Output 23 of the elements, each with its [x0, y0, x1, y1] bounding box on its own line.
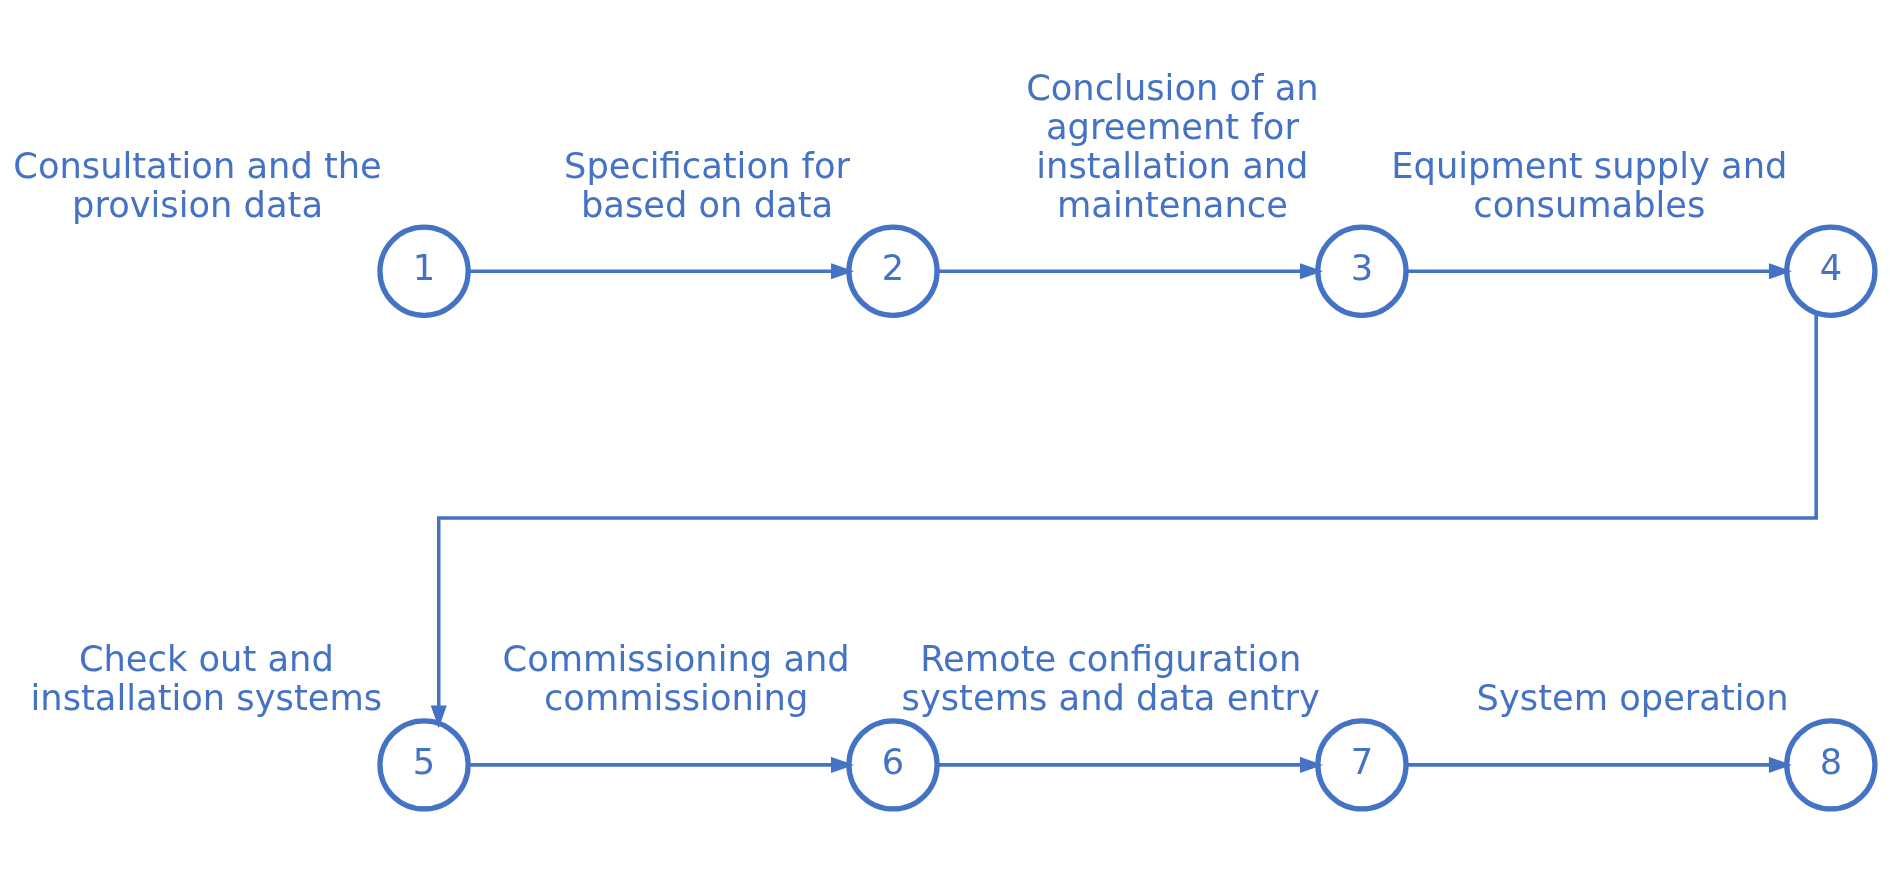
node-circle: 1	[377, 224, 471, 318]
node-label: Conclusion of an agreement for installation and maintenance	[1026, 66, 1319, 225]
node-label: Check out and installation systems	[30, 637, 383, 718]
node-label: Commissioning and commissioning	[502, 637, 850, 718]
arrow	[1406, 262, 1792, 279]
node-label: Remote configuration systems and data entry	[901, 637, 1320, 718]
node-circle: 6	[846, 717, 940, 812]
arrow	[1406, 756, 1792, 773]
node-label: Equipment supply and consumables	[1391, 144, 1788, 225]
arrow	[468, 262, 854, 279]
node-circle: 2	[846, 224, 940, 318]
node-circle: 5	[377, 717, 471, 812]
node-label: Specification for based on data	[564, 144, 851, 225]
node-circle: 8	[1784, 717, 1878, 812]
arrow	[937, 262, 1323, 279]
arrow	[468, 756, 854, 773]
arrow	[937, 756, 1323, 773]
node-label: Consultation and the provision data	[13, 144, 382, 225]
node-label: System operation	[1476, 676, 1789, 718]
node-circle: 3	[1315, 224, 1409, 318]
node-circle: 4	[1784, 224, 1878, 318]
arrow	[430, 312, 1818, 728]
node-circle: 7	[1315, 717, 1409, 812]
